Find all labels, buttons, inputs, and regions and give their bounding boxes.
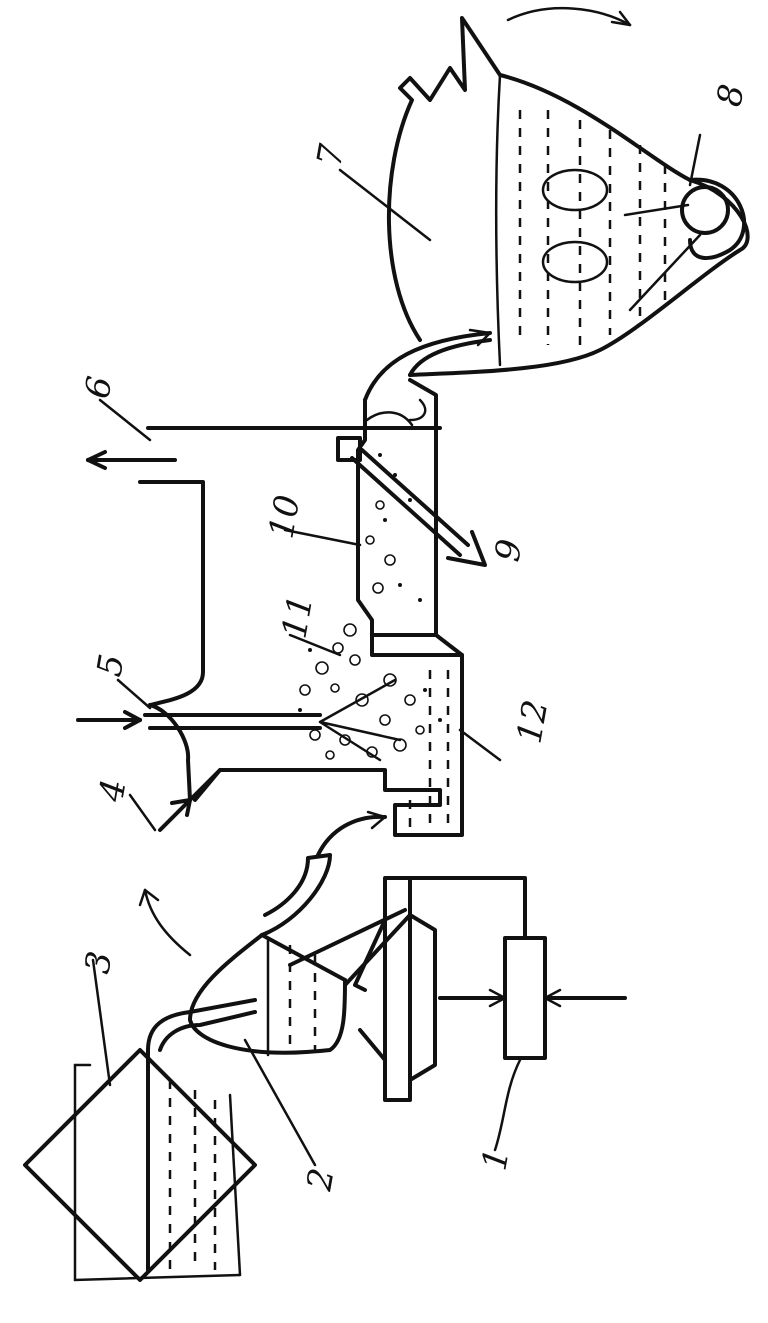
tuyere	[623, 177, 747, 312]
label-1: 1	[474, 1145, 517, 1173]
callouts	[91, 133, 702, 1167]
converter-vessel	[386, 16, 750, 377]
label-10: 10	[261, 492, 308, 542]
label-2: 2	[299, 1165, 342, 1194]
label-8: 8	[709, 81, 752, 109]
label-3: 3	[77, 948, 120, 976]
label-5: 5	[89, 651, 132, 679]
label-6: 6	[77, 373, 120, 401]
sampling-probe	[336, 398, 487, 567]
label-7: 7	[309, 141, 352, 170]
rotation-arrow-ladle	[143, 888, 192, 957]
label-4: 4	[91, 776, 134, 805]
receiving-trough	[356, 378, 438, 637]
label-9: 9	[487, 536, 530, 564]
label-12: 12	[509, 697, 556, 747]
rotation-arrow-top	[506, 6, 632, 27]
argon-inlet-arrow	[158, 798, 192, 832]
pour-stream	[363, 331, 492, 402]
vacuum-chamber	[138, 426, 464, 837]
circulation-loop-lower	[541, 240, 609, 284]
label-11: 11	[274, 592, 321, 642]
melting-unit	[23, 998, 257, 1282]
control-unit	[503, 936, 547, 1060]
weighing-platform	[288, 876, 627, 1102]
circulation-loop-upper	[541, 168, 609, 212]
chamber-bath	[408, 670, 450, 830]
